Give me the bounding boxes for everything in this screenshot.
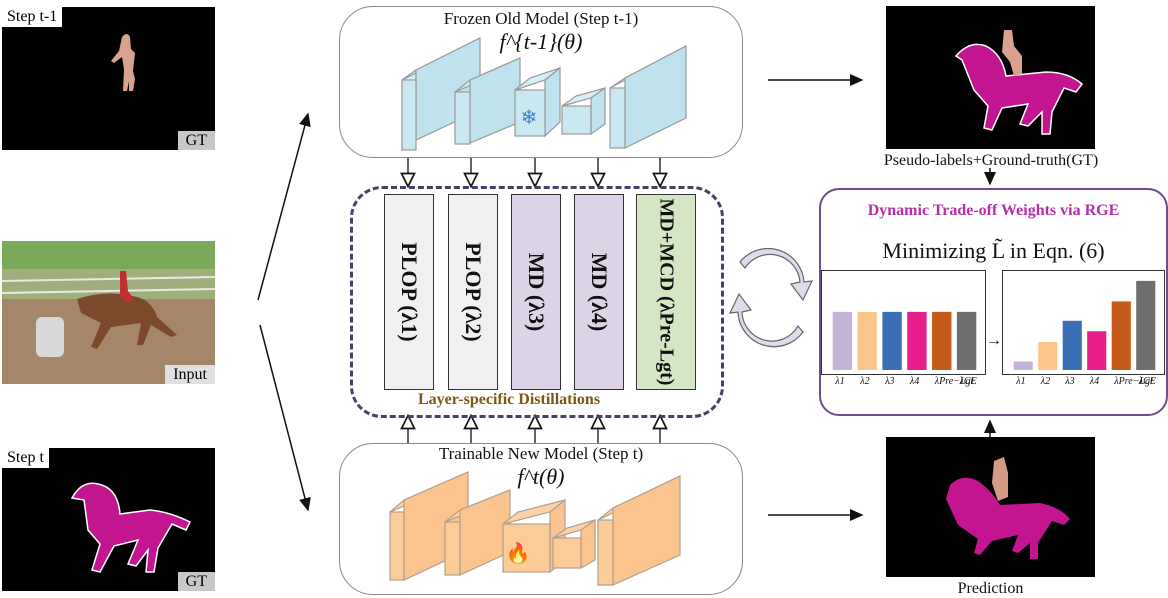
bar-3 [1062,320,1082,370]
distill-column-plop-2: PLOP (λ2) [448,194,498,390]
bar-1 [1013,361,1033,370]
prev-step-label: Step t-1 [2,7,63,27]
cur-step-label: Step t [2,448,49,468]
bar-4 [1087,331,1107,370]
x-tick-label: λCE [959,376,977,387]
bar-2 [1038,342,1058,370]
weights-update-arrow: → [986,332,1002,349]
x-tick-label: λPre−Lgt [934,376,974,387]
distill-label-md-mcd: MD+MCD (λPre-Lgt) [655,198,678,386]
bar-3 [882,311,902,370]
distillations-caption: Layer-specific Distillations [418,391,601,408]
input-image: Input [2,241,215,384]
layer-specific-distillations-panel [350,186,724,418]
new-model-formula: f^t(θ) [517,464,565,489]
frozen-old-model-box: Frozen Old Model (Step t-1) f^{t-1}(θ) [339,6,743,158]
pseudo-label-image [886,6,1095,149]
x-tick-label: λ2 [1040,376,1051,387]
x-tick-label: λ4 [1089,376,1100,387]
distill-label-plop-1: PLOP (λ1) [397,242,422,342]
fire-icon: 🔥 [506,541,531,565]
snowflake-icon: ❄ [521,107,538,129]
previous-step-mask-image: Step t-1 GT [2,7,215,150]
rge-title: Dynamic Trade-off Weights via RGE [867,202,1120,219]
new-model-title: Trainable New Model (Step t) [438,444,644,463]
distill-column-md-3: MD (λ3) [511,194,561,390]
bar-1 [832,311,853,370]
trainable-new-model-box: Trainable New Model (Step t) f^t(θ) [339,443,743,595]
gt-label: GT [177,131,215,150]
distill-column-md-4: MD (λ4) [574,194,624,390]
distill-label-md-3: MD (λ3) [524,252,549,332]
x-tick-label: λ3 [1065,376,1075,387]
updated-weights-chart [1002,270,1165,375]
pseudo-labels-caption: Pseudo-labels+Ground-truth(GT) [883,152,1099,169]
old-model-feature-arrows [408,158,660,180]
x-tick-label: λ2 [860,376,870,387]
arrow-input-to-old-model [257,112,311,301]
bar-6 [956,311,977,370]
x-tick-label: λPre−Lgt [1114,376,1153,387]
x-tick-label: λCE [1138,376,1156,387]
current-step-mask-image: Step t GT [2,448,215,591]
initial-weights-chart [821,270,986,375]
prediction-image [886,437,1095,577]
x-tick-label: λ4 [909,376,920,387]
new-model-feature-arrows [408,422,660,443]
gt-label: GT [177,572,215,591]
arrow-input-to-new-model [259,324,311,512]
bar-4 [907,311,927,370]
distill-column-md-mcd: MD+MCD (λPre-Lgt) [636,194,696,390]
old-model-formula: f^{t-1}(θ) [499,29,583,54]
x-tick-label: λ3 [885,376,895,387]
cycle-arrows-icon [728,247,814,348]
prediction-caption: Prediction [957,580,1024,597]
old-model-title: Frozen Old Model (Step t-1) [443,9,639,28]
distill-label-plop-2: PLOP (λ2) [461,242,486,342]
x-tick-label: λ1 [1016,376,1026,387]
distill-column-plop-1: PLOP (λ1) [384,194,434,390]
old-model-layers [401,37,687,152]
rge-subtitle: Minimizing L̃ in Eqn. (6) [882,238,1105,263]
input-label: Input [165,365,215,384]
distill-label-md-4: MD (λ4) [587,252,612,332]
bar-5 [932,311,952,370]
bar-6 [1136,280,1156,370]
x-tick-label: λ1 [835,376,845,387]
bar-5 [1111,301,1131,370]
new-model-layers [389,471,681,586]
bar-2 [857,311,877,370]
